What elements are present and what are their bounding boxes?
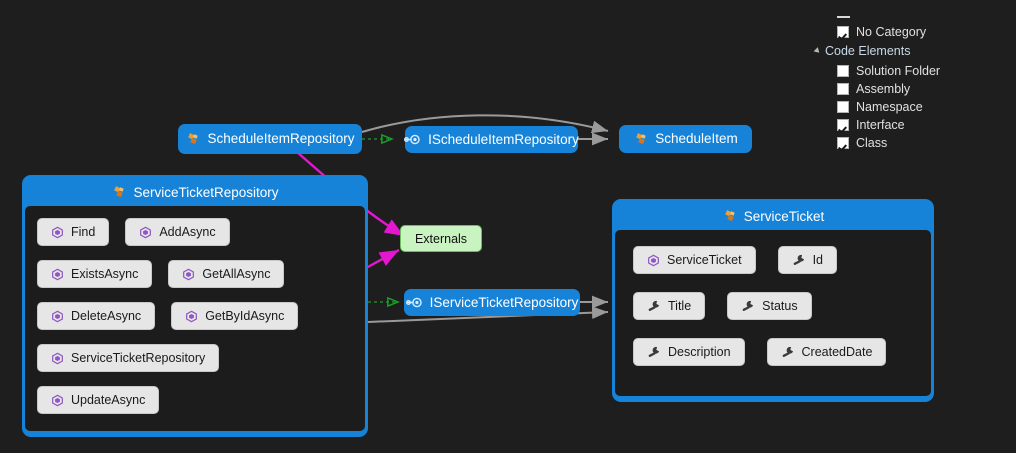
member-chip[interactable]: ServiceTicket	[633, 246, 756, 274]
property-icon	[781, 346, 795, 359]
container-title: ServiceTicketRepository	[133, 184, 279, 200]
member-label: Find	[71, 225, 96, 239]
node-label: ScheduleItemRepository	[207, 131, 355, 147]
member-label: ExistsAsync	[71, 267, 139, 281]
legend-label: Assembly	[856, 82, 911, 96]
member-chip[interactable]: Status	[727, 292, 812, 320]
member-label: Id	[812, 253, 823, 267]
property-icon	[647, 346, 661, 359]
member-label: UpdateAsync	[71, 393, 146, 407]
property-icon	[741, 300, 755, 313]
legend-group-code-elements[interactable]: Code Elements	[813, 44, 974, 58]
member-chip[interactable]: UpdateAsync	[37, 386, 160, 414]
method-icon	[51, 226, 64, 239]
node-label: IServiceTicketRepository	[429, 294, 579, 310]
legend-label: No Category	[856, 25, 927, 39]
method-icon	[51, 394, 64, 407]
node-label: ScheduleItem	[655, 131, 738, 147]
method-icon	[647, 254, 660, 267]
member-chip[interactable]: GetAllAsync	[168, 260, 285, 288]
member-list: ServiceTicket Id Title	[615, 230, 931, 396]
member-label: GetAllAsync	[202, 267, 271, 281]
method-icon	[139, 226, 152, 239]
node-iservice-ticket-repository[interactable]: IServiceTicketRepository	[404, 289, 580, 316]
legend-item-namespace[interactable]: Namespace	[837, 98, 974, 116]
legend-item-interface[interactable]: Interface	[837, 116, 974, 134]
legend-group-label: Code Elements	[825, 44, 911, 58]
edge-serviceticketrepo-to-externals	[365, 248, 400, 270]
member-label: ServiceTicket	[667, 253, 742, 267]
node-schedule-item[interactable]: ScheduleItem	[619, 125, 752, 153]
method-icon	[185, 310, 198, 323]
member-label: ServiceTicketRepository	[71, 351, 206, 365]
member-chip[interactable]: CreatedDate	[766, 338, 887, 366]
member-chip[interactable]: AddAsync	[125, 218, 230, 246]
member-label: GetByIdAsync	[205, 309, 285, 323]
member-list: Find AddAsync ExistsAsyn	[25, 206, 365, 431]
class-icon	[111, 185, 126, 200]
node-service-ticket-repository[interactable]: ServiceTicketRepository Find	[22, 175, 368, 437]
interface-icon	[404, 133, 421, 146]
checkbox-assembly[interactable]	[837, 83, 849, 95]
container-header: ServiceTicketRepository	[25, 178, 365, 206]
node-label: IScheduleItemRepository	[428, 131, 579, 147]
class-icon	[633, 132, 648, 147]
legend-label: Interface	[856, 118, 905, 132]
member-label: CreatedDate	[801, 345, 873, 359]
member-chip[interactable]: Description	[633, 338, 745, 366]
legend-label: Namespace	[856, 100, 923, 114]
legend-label: Solution Folder	[856, 64, 941, 78]
method-icon	[182, 268, 195, 281]
member-chip[interactable]: DeleteAsync	[37, 302, 156, 330]
node-externals[interactable]: Externals	[400, 225, 482, 252]
node-ischedule-item-repository[interactable]: IScheduleItemRepository	[404, 126, 579, 153]
property-icon	[792, 254, 806, 267]
method-icon	[51, 352, 64, 365]
checkbox-solution-folder[interactable]	[837, 65, 849, 77]
method-icon	[51, 310, 64, 323]
node-service-ticket[interactable]: ServiceTicket ServiceTicket	[612, 199, 934, 402]
member-label: Title	[668, 299, 692, 313]
property-icon	[647, 300, 661, 313]
class-icon	[185, 132, 200, 147]
container-header: ServiceTicket	[615, 202, 931, 230]
legend-item-no-category[interactable]: No Category	[837, 23, 974, 41]
legend-partial-checkbox[interactable]	[837, 16, 850, 22]
interface-icon	[405, 296, 423, 309]
member-chip[interactable]: ExistsAsync	[37, 260, 153, 288]
member-label: Description	[668, 345, 731, 359]
checkbox-class[interactable]	[837, 137, 849, 149]
legend-panel[interactable]: No Category Code Elements Solution Folde…	[813, 16, 974, 152]
legend-item-solution-folder[interactable]: Solution Folder	[837, 62, 974, 80]
node-label: Externals	[414, 231, 468, 246]
class-icon	[722, 209, 737, 224]
method-icon	[51, 268, 64, 281]
legend-label: Class	[856, 136, 888, 150]
member-label: Status	[762, 299, 798, 313]
checkbox-namespace[interactable]	[837, 101, 849, 113]
member-chip[interactable]: GetByIdAsync	[171, 302, 299, 330]
member-chip[interactable]: Title	[633, 292, 706, 320]
container-title: ServiceTicket	[743, 208, 825, 224]
member-chip[interactable]: ServiceTicketRepository	[37, 344, 220, 372]
member-chip[interactable]: Id	[777, 246, 837, 274]
checkbox-interface[interactable]	[837, 119, 849, 131]
checkbox-no-category[interactable]	[837, 26, 849, 38]
node-schedule-item-repository[interactable]: ScheduleItemRepository	[178, 124, 362, 154]
legend-item-class[interactable]: Class	[837, 134, 974, 152]
member-label: DeleteAsync	[71, 309, 142, 323]
member-label: AddAsync	[159, 225, 216, 239]
member-chip[interactable]: Find	[37, 218, 110, 246]
chevron-down-icon[interactable]	[813, 47, 822, 55]
legend-item-assembly[interactable]: Assembly	[837, 80, 974, 98]
